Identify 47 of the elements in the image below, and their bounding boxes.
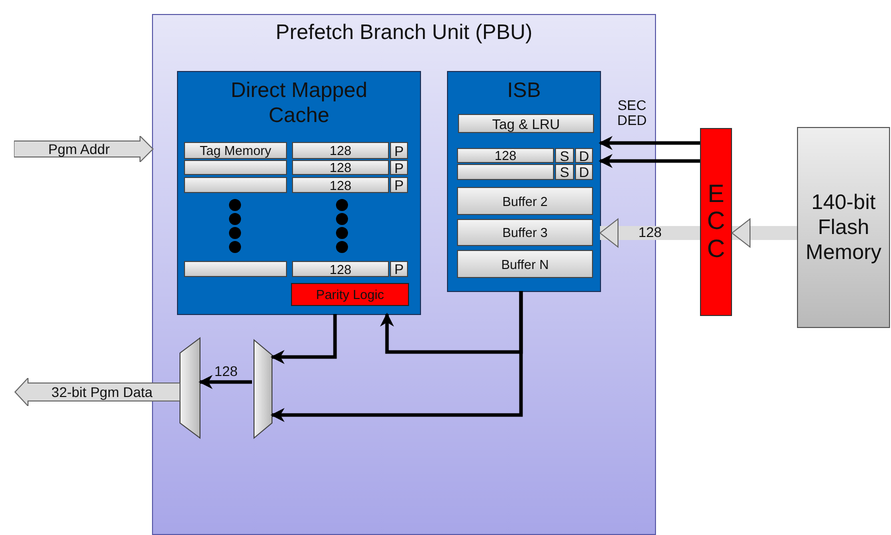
memory-row: [184, 261, 287, 277]
panel-title: Direct Mapped Cache: [230, 78, 368, 128]
ecc-block: [700, 128, 732, 316]
edge-label: 128: [637, 225, 663, 240]
memory-row: 128: [292, 142, 389, 159]
edge-label: 128: [213, 364, 239, 379]
buffer-row: Buffer 2: [457, 187, 593, 215]
bit-cell: P: [390, 160, 408, 175]
bit-cell: S: [555, 148, 574, 163]
bit-cell: D: [575, 148, 593, 163]
memory-row: [184, 160, 287, 175]
bit-cell: S: [555, 164, 574, 180]
bit-cell: D: [575, 164, 593, 180]
block-arrow: [14, 136, 154, 162]
block-label: ECC: [706, 180, 726, 264]
bit-cell: P: [390, 142, 408, 159]
buffer-row: Buffer N: [457, 250, 593, 278]
bit-cell: P: [390, 177, 408, 193]
memory-row: 128: [292, 261, 389, 277]
bit-cell: P: [390, 261, 408, 277]
memory-row: [184, 177, 287, 193]
arrow: [598, 154, 700, 168]
memory-row: Tag & LRU: [458, 114, 594, 133]
arrow: [380, 291, 523, 354]
block-panel: [177, 71, 421, 315]
multiplexer: [179, 337, 201, 439]
logic-block: Parity Logic: [291, 283, 409, 306]
arrow: [198, 375, 252, 389]
multiplexer: [253, 339, 273, 439]
memory-row: 128: [457, 148, 554, 163]
block-arrow-connector: [600, 218, 700, 248]
flash-memory-block: 140-bit Flash Memory: [797, 127, 890, 328]
memory-row: 128: [292, 177, 389, 193]
memory-row: [457, 164, 554, 180]
arrow-label: Pgm Addr: [48, 141, 111, 157]
block-panel: [447, 71, 601, 292]
memory-row: Tag Memory: [184, 142, 287, 159]
panel-title: ISB: [506, 78, 542, 104]
arrow: [270, 314, 337, 364]
note-label: SEC DED: [616, 98, 648, 128]
panel-title: Prefetch Branch Unit (PBU): [274, 21, 534, 45]
block-arrow-connector: [732, 218, 797, 248]
arrow: [598, 136, 700, 150]
arrow-label: 32-bit Pgm Data: [50, 384, 153, 400]
block-arrow: [14, 378, 180, 406]
buffer-row: Buffer 3: [457, 219, 593, 246]
memory-row: 128: [292, 160, 389, 175]
